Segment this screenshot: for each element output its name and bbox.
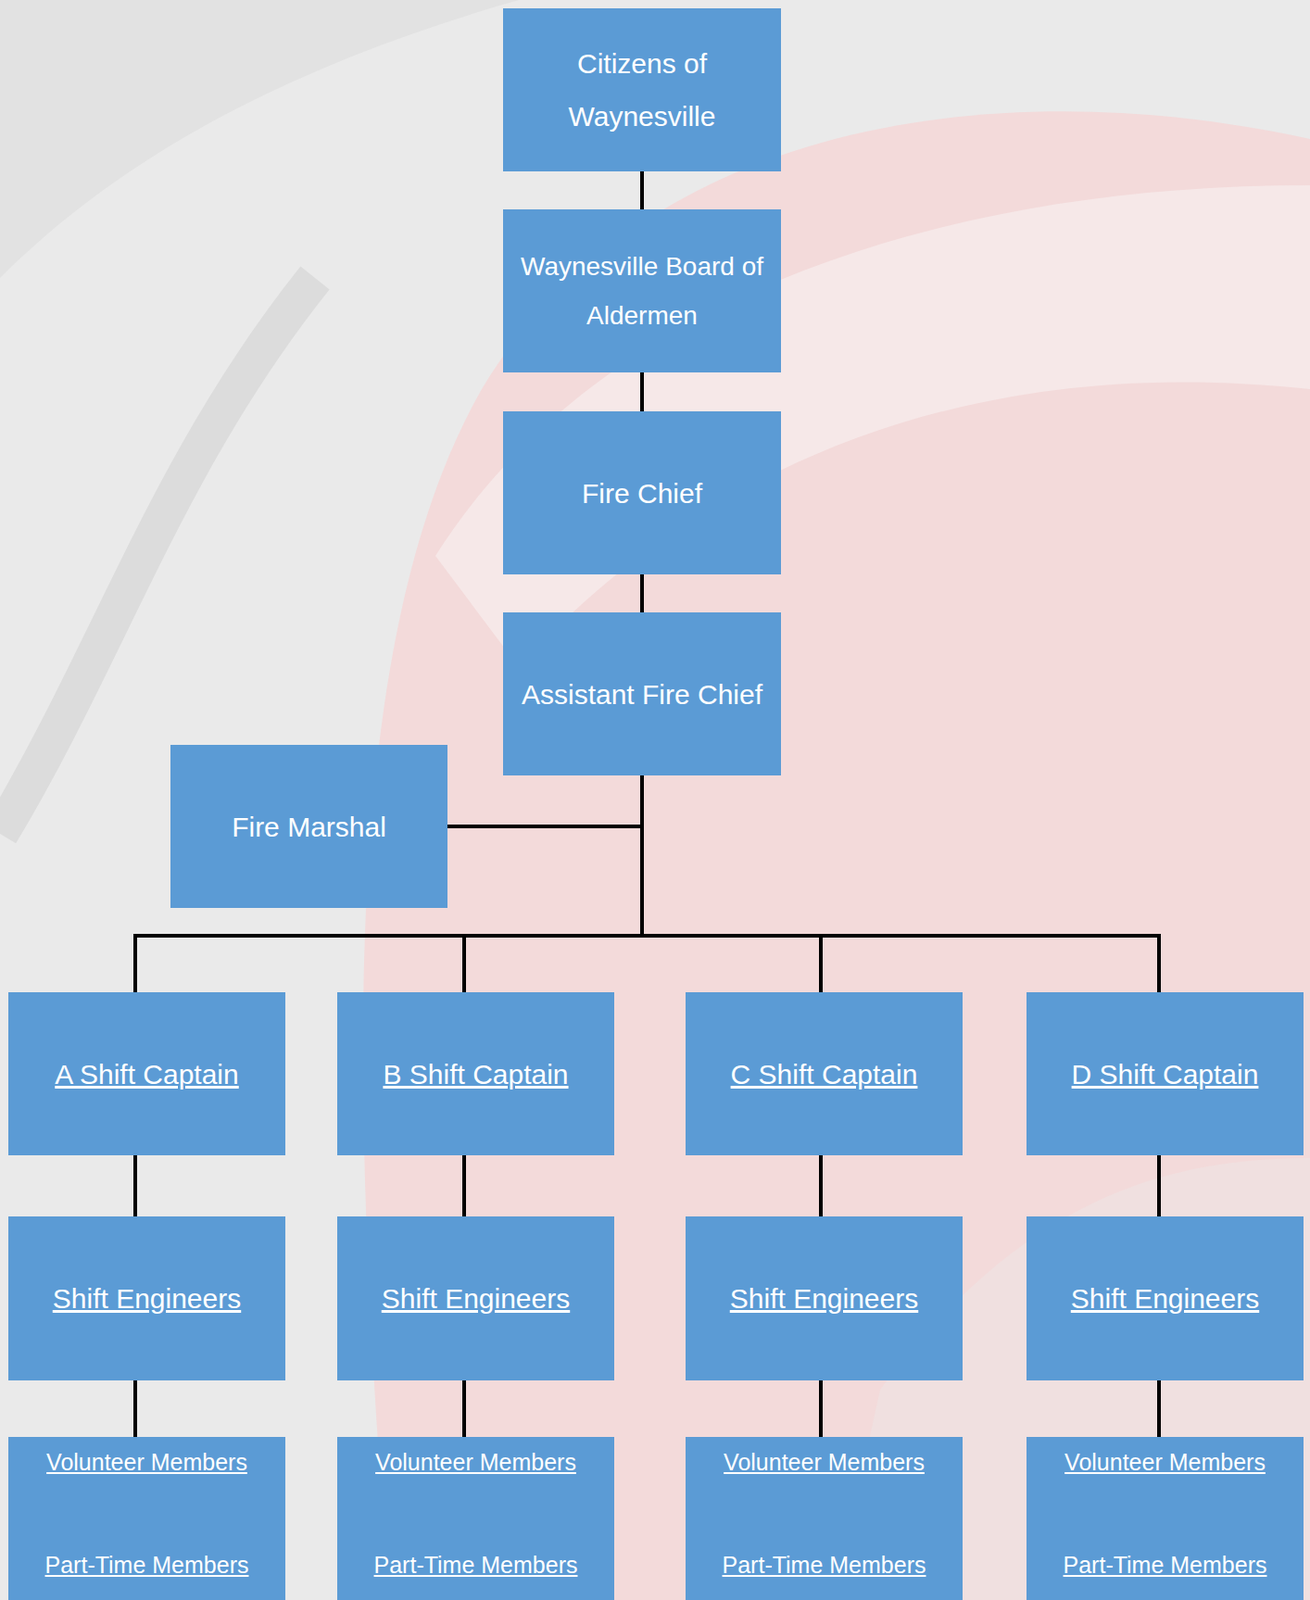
- box-label: B Shift Captain: [382, 1047, 568, 1101]
- box-label: Citizens of Waynesville: [512, 37, 772, 143]
- org-box: Shift Engineers: [1026, 1216, 1304, 1381]
- org-connector: [464, 775, 643, 993]
- box-label: A Shift Captain: [54, 1047, 239, 1101]
- org-connector: [462, 1380, 467, 1437]
- org-box: Shift Engineers: [8, 1216, 286, 1381]
- org-connector: [818, 1155, 823, 1217]
- box-label: Fire Marshal: [231, 800, 387, 854]
- org-connector: [447, 775, 643, 827]
- box-label: Waynesville Board of Aldermen: [512, 241, 772, 341]
- box-label: Shift Engineers: [381, 1272, 570, 1325]
- org-box: Shift Engineers: [337, 1216, 615, 1381]
- box-label: Fire Chief: [581, 466, 703, 520]
- org-connector: [640, 372, 644, 412]
- org-box: Assistant Fire Chief: [503, 612, 781, 776]
- org-box: B Shift Captain: [337, 992, 615, 1156]
- box-label: Shift Engineers: [730, 1272, 919, 1325]
- box-label: Part-Time Members: [374, 1543, 579, 1588]
- org-connector: [640, 171, 644, 210]
- org-box: Volunteer MembersPart-Time Members: [685, 1436, 963, 1600]
- org-box: Fire Chief: [503, 411, 781, 575]
- org-connector: [642, 775, 821, 993]
- org-box: Volunteer MembersPart-Time Members: [1026, 1436, 1304, 1600]
- box-label: C Shift Captain: [730, 1047, 919, 1101]
- org-connector: [640, 574, 644, 613]
- org-box: Volunteer MembersPart-Time Members: [8, 1436, 286, 1600]
- org-box: C Shift Captain: [685, 992, 963, 1156]
- box-label: Part-Time Members: [45, 1543, 250, 1588]
- org-connector: [1157, 1155, 1161, 1217]
- org-box: Waynesville Board of Aldermen: [503, 209, 781, 373]
- org-connector: [133, 1380, 138, 1437]
- org-box: Shift Engineers: [685, 1216, 963, 1381]
- org-connector: [818, 1380, 823, 1437]
- box-label: Shift Engineers: [1070, 1272, 1260, 1325]
- org-box: Citizens of Waynesville: [503, 8, 781, 172]
- org-box: D Shift Captain: [1026, 992, 1304, 1156]
- box-label: Volunteer Members: [375, 1440, 577, 1486]
- box-label: Assistant Fire Chief: [521, 667, 763, 721]
- org-connector: [133, 1155, 138, 1217]
- box-label: Shift Engineers: [52, 1272, 241, 1325]
- org-connector: [1157, 1380, 1161, 1437]
- org-connector: [642, 775, 1159, 993]
- org-box: Volunteer MembersPart-Time Members: [337, 1436, 615, 1600]
- box-label: Volunteer Members: [723, 1440, 925, 1486]
- box-label: Part-Time Members: [722, 1543, 927, 1588]
- org-box: A Shift Captain: [8, 992, 286, 1156]
- helmet-rim: [0, 0, 519, 278]
- box-label: Volunteer Members: [1064, 1440, 1266, 1486]
- box-label: Volunteer Members: [46, 1440, 248, 1486]
- box-label: Part-Time Members: [1063, 1543, 1268, 1588]
- box-label: D Shift Captain: [1071, 1047, 1260, 1101]
- helmet-band: [435, 185, 1310, 668]
- org-connector: [462, 1155, 467, 1217]
- org-box: Fire Marshal: [170, 744, 448, 908]
